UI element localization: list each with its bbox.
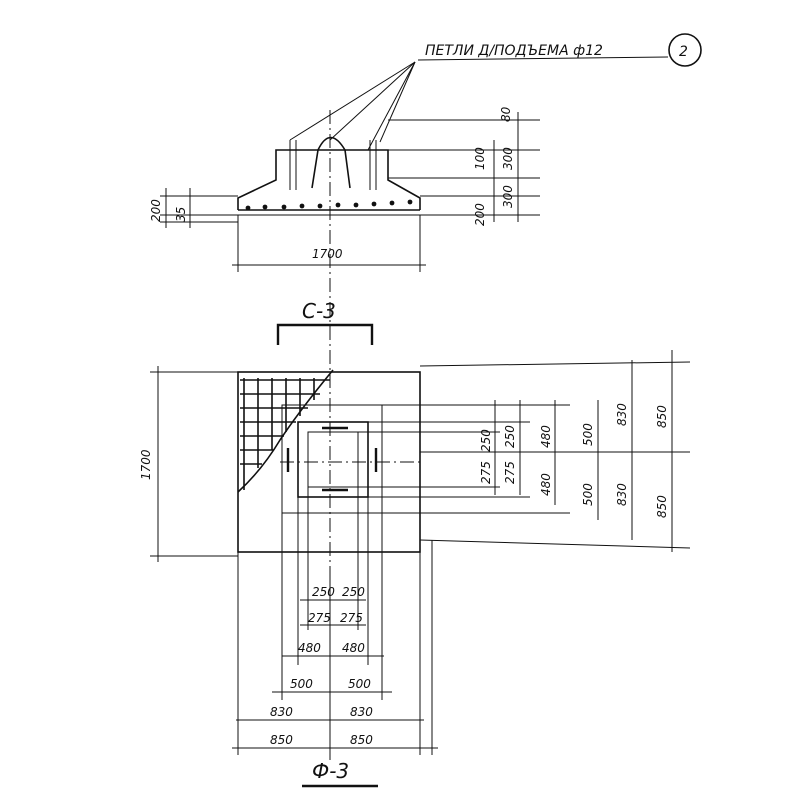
plan-r-250a: 250 xyxy=(479,429,493,452)
rebar-grid xyxy=(237,369,334,493)
plan-title: Ф-3 xyxy=(312,759,349,783)
sec-left-200: 200 xyxy=(149,199,163,222)
section-cut-mark: С-3 xyxy=(276,299,374,345)
section-mark-label: С-3 xyxy=(302,299,336,323)
plan-b-275a: 275 xyxy=(308,611,331,625)
plan-b-250b: 250 xyxy=(342,585,365,599)
rebar-dots xyxy=(245,199,413,211)
sec-dim-200: 200 xyxy=(473,203,487,226)
plan-r-830b: 830 xyxy=(615,483,629,506)
plan-title-group: Ф-3 xyxy=(302,759,378,788)
sec-dim-300a: 300 xyxy=(501,147,515,170)
plan-r-275b: 275 xyxy=(503,461,517,484)
foundation-section: 1700 80 300 100 300 200 200 35 xyxy=(149,106,540,600)
plan-b-480b: 480 xyxy=(342,641,365,655)
callout-mark: 2 xyxy=(679,44,688,60)
section-width-dim: 1700 xyxy=(312,247,343,261)
foundation-plan: 1700 250 250 275 275 480 480 500 500 830… xyxy=(139,350,691,760)
plan-r-275a: 275 xyxy=(479,461,493,484)
plan-b-830b: 830 xyxy=(350,705,373,719)
plan-r-250b: 250 xyxy=(503,425,517,448)
plan-r-500b: 500 xyxy=(581,483,595,506)
lifting-loop xyxy=(311,136,351,189)
sec-dim-80: 80 xyxy=(499,106,513,122)
plan-r-850a: 850 xyxy=(655,405,669,428)
plan-b-500a: 500 xyxy=(290,677,313,691)
lifting-loop-callout: ПЕТЛИ Д/ПОДЪЕМА ф12 2 xyxy=(289,33,702,151)
plan-b-850b: 850 xyxy=(350,733,373,747)
sec-dim-100: 100 xyxy=(473,147,487,170)
callout-text: ПЕТЛИ Д/ПОДЪЕМА ф12 xyxy=(425,43,603,59)
plan-r-830a: 830 xyxy=(615,403,629,426)
plan-r-850b: 850 xyxy=(655,495,669,518)
sec-dim-300b: 300 xyxy=(501,185,515,208)
plan-r-480a: 480 xyxy=(539,425,553,448)
plan-b-500b: 500 xyxy=(348,677,371,691)
plan-height-dim: 1700 xyxy=(139,449,153,480)
plan-b-480a: 480 xyxy=(298,641,321,655)
plan-r-480b: 480 xyxy=(539,473,553,496)
plan-b-830a: 830 xyxy=(270,705,293,719)
plan-r-500a: 500 xyxy=(581,423,595,446)
sec-left-35: 35 xyxy=(174,207,188,222)
plan-b-250a: 250 xyxy=(312,585,335,599)
plan-b-275b: 275 xyxy=(340,611,363,625)
plan-b-850a: 850 xyxy=(270,733,293,747)
callout-circle xyxy=(668,33,702,67)
